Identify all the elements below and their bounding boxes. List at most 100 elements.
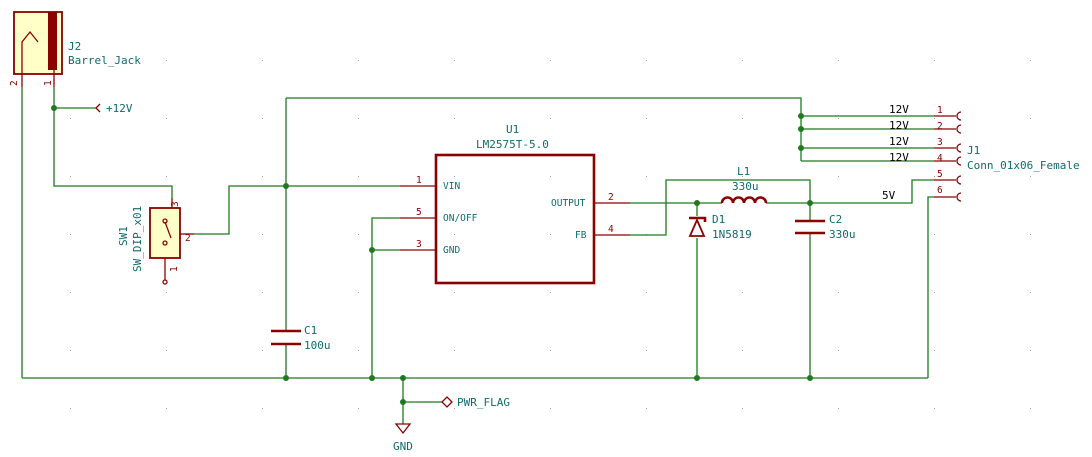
grid-dot <box>166 60 167 61</box>
grid-dot <box>262 292 263 293</box>
grid-dot <box>838 350 839 351</box>
grid-dot <box>454 408 455 409</box>
grid-dot <box>646 60 647 61</box>
component-d1[interactable]: D1 1N5819 <box>688 213 752 241</box>
grid-dot <box>1030 408 1031 409</box>
j2-pin1-number: 1 <box>43 80 54 86</box>
grid-dot <box>550 292 551 293</box>
grid-dot <box>838 60 839 61</box>
wire-j1-pin6 <box>927 196 934 378</box>
sw1-value: SW_DIP_x01 <box>131 206 144 272</box>
power-gnd[interactable]: GND <box>393 423 413 453</box>
grid-dot <box>70 234 71 235</box>
j2-sleeve-icon <box>21 30 39 74</box>
u1-pin1-number: 1 <box>416 175 422 186</box>
grid-dot <box>70 292 71 293</box>
grid-dot <box>1030 118 1031 119</box>
grid-dot <box>70 118 71 119</box>
u1-value: LM2575T-5.0 <box>476 138 549 151</box>
component-c1[interactable]: C1 100u <box>271 324 331 352</box>
grid-dot <box>838 408 839 409</box>
component-c2[interactable]: C2 330u <box>795 213 856 241</box>
component-j2[interactable]: 2 1 J2 Barrel_Jack <box>9 11 141 87</box>
u1-pin3-number: 3 <box>416 239 422 250</box>
u1-pin1-name: VIN <box>443 181 460 192</box>
component-l1[interactable]: L1 330u <box>720 165 768 204</box>
grid-dot <box>1030 292 1031 293</box>
grid-dot <box>1030 60 1031 61</box>
grid-dot <box>1030 176 1031 177</box>
grid-dot <box>550 60 551 61</box>
component-sw1[interactable]: 3 2 1 SW1 SW_DIP_x01 <box>117 198 194 285</box>
grid-dot <box>454 176 455 177</box>
grid-dot <box>646 118 647 119</box>
j1-pin4-number: 4 <box>937 153 943 164</box>
grid-dot <box>550 350 551 351</box>
net-label-12v: 12V <box>889 103 909 116</box>
component-u1[interactable]: U1 LM2575T-5.0 1 VIN 5 ON/OFF 3 GND 2 OU… <box>400 123 630 285</box>
j2-value: Barrel_Jack <box>68 54 141 67</box>
junctions <box>51 105 813 405</box>
net-label-12v: 12V <box>889 119 909 132</box>
sw1-lever-icon <box>164 221 172 239</box>
j2-center-pin-icon <box>48 12 57 70</box>
grid-dot <box>742 292 743 293</box>
grid-dot <box>646 408 647 409</box>
grid-dot <box>454 118 455 119</box>
grid-dot <box>358 408 359 409</box>
wires <box>21 87 934 424</box>
grid-dot <box>262 60 263 61</box>
grid-dot <box>358 350 359 351</box>
u1-pin5-name: ON/OFF <box>443 213 478 224</box>
grid-dot <box>550 408 551 409</box>
grid-dot <box>454 350 455 351</box>
u1-reference: U1 <box>506 123 519 136</box>
u1-pin2-name: OUTPUT <box>551 198 586 209</box>
c1-reference: C1 <box>304 324 317 337</box>
grid-dot <box>262 408 263 409</box>
sw1-pin1-number: 1 <box>169 266 180 272</box>
grid-dot <box>358 234 359 235</box>
junction-dot <box>798 126 804 132</box>
sw1-body <box>149 207 181 259</box>
junction-dot <box>283 183 289 189</box>
component-j1[interactable]: 1 2 3 4 5 6 J1 Conn_01x06_Female <box>934 105 1080 202</box>
sw1-pin3-number: 3 <box>170 201 181 207</box>
junction-dot <box>807 200 813 206</box>
l1-reference: L1 <box>737 165 750 178</box>
grid-dot <box>454 60 455 61</box>
grid-dot <box>838 292 839 293</box>
j2-reference: J2 <box>68 40 81 53</box>
d1-cathode-bar <box>689 216 707 222</box>
grid-dot <box>646 292 647 293</box>
grid-dot <box>358 118 359 119</box>
grid-dot <box>70 60 71 61</box>
grid-dot <box>838 234 839 235</box>
grid-dot <box>934 350 935 351</box>
junction-dot <box>798 145 804 151</box>
grid-dot <box>550 176 551 177</box>
j1-pin3-number: 3 <box>937 137 943 148</box>
grid-dot <box>70 176 71 177</box>
j1-value: Conn_01x06_Female <box>967 159 1080 172</box>
junction-dot <box>369 375 375 381</box>
grid-dot <box>550 118 551 119</box>
u1-pin5-number: 5 <box>416 207 422 218</box>
sw1-contact-top-icon <box>162 218 168 224</box>
grid-dot <box>166 408 167 409</box>
grid-dot <box>1030 350 1031 351</box>
power-plus12v[interactable]: +12V <box>95 102 133 115</box>
u1-body <box>434 153 596 285</box>
grid-dot <box>166 118 167 119</box>
sw1-pin1-nc-icon <box>162 279 168 285</box>
gnd-triangle-icon <box>394 423 412 435</box>
grid-dot <box>742 118 743 119</box>
junction-dot <box>400 375 406 381</box>
u1-pin2-number: 2 <box>608 192 614 203</box>
j1-pin5-number: 5 <box>937 169 943 180</box>
power-pwr-flag[interactable]: PWR_FLAG <box>441 396 510 409</box>
background-grid <box>70 60 1031 409</box>
d1-reference: D1 <box>712 213 725 226</box>
c1-value: 100u <box>304 339 331 352</box>
j1-reference: J1 <box>967 144 980 157</box>
